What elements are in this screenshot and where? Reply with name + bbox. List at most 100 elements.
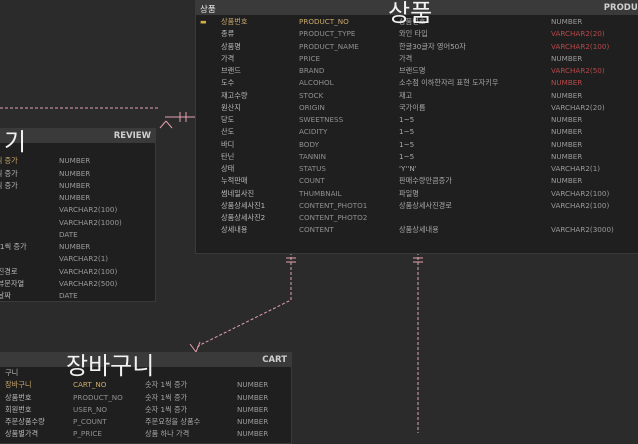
product-cell-k: 가격 — [221, 53, 235, 63]
cart-cell-k: 회원번호 — [5, 404, 32, 414]
product-cell-t: VARCHAR2(100) — [551, 41, 610, 51]
product-cell-e: PRODUCT_NAME — [299, 41, 359, 51]
review-table-header: REVIEW — [0, 129, 155, 143]
review-column-row[interactable]: VARCHAR2(100) — [0, 204, 155, 216]
review-column-row[interactable]: 일날짜 DATE — [0, 290, 155, 301]
product-cell-t: VARCHAR2(1) — [551, 164, 601, 173]
product-cell-k: 브랜드 — [221, 66, 241, 75]
product-entity-name: PRODUC — [603, 3, 638, 13]
product-cell-e: BRAND — [299, 66, 325, 75]
product-cell-k: 상태 — [221, 164, 235, 173]
product-cell-e: STATUS — [299, 164, 326, 173]
review-column-row[interactable]: 리뷰문자열VARCHAR2(500) — [0, 278, 155, 290]
cart-cell-d: 숫자 1씩 증가 — [145, 404, 188, 414]
review-table[interactable]: REVIEW 1씩 증가NUMBER1씩 증가NUMBER1씩 증가NUMBER… — [0, 128, 156, 302]
review-cell-t: VARCHAR2(1000) — [59, 217, 122, 227]
review-columns: 1씩 증가NUMBER1씩 증가NUMBER1씩 증가NUMBERNUMBERV… — [0, 143, 155, 301]
product-cell-k: 바디 — [221, 139, 235, 149]
review-cell-k: 1씩 증가 — [0, 168, 18, 178]
cart-cell-k: 장바구니 — [5, 380, 32, 390]
product-cell-e: SWEETNESS — [299, 115, 344, 124]
product-table-header: 상품 PRODUC — [196, 1, 638, 15]
review-cell-t: NUMBER — [59, 180, 91, 190]
product-cell-k: 종류 — [221, 29, 235, 39]
review-column-row[interactable]: rVARCHAR2(1) — [0, 253, 155, 265]
product-cell-e: ALCOHOL — [299, 78, 334, 88]
product-cell-d: 와인 타입 — [399, 29, 428, 39]
product-cell-k: 상품상세사진2 — [221, 213, 266, 222]
product-cell-e: TANNIN — [299, 151, 326, 161]
cart-column-row[interactable]: 구니 — [0, 367, 291, 379]
cart-cell-d: 주문요청을 상품수 — [145, 417, 201, 426]
cart-cell-e: P_COUNT — [73, 417, 107, 426]
product-cell-e: PRICE — [299, 53, 321, 63]
cart-cell-k: 주문상품수량 — [5, 417, 45, 426]
review-column-row[interactable]: 1씩 증가 NUMBER — [0, 155, 155, 167]
review-column-row[interactable]: NUMBER — [0, 192, 155, 204]
product-cell-e: CONTENT_PHOTO1 — [299, 200, 368, 210]
product-cell-t: NUMBER — [551, 90, 583, 100]
product-cell-e: THUMBNAIL — [299, 188, 342, 198]
product-cell-t: VARCHAR2(100) — [551, 200, 610, 210]
product-cell-e: CONTENT — [299, 225, 334, 235]
product-cell-d: 파일명 — [399, 188, 419, 198]
product-cell-e: ORIGIN — [299, 102, 325, 112]
cart-big-label: 장바구니 — [66, 352, 155, 380]
product-cell-k: 상품명 — [221, 41, 241, 51]
product-cell-e: ACIDITY — [299, 127, 328, 137]
cart-table-header: CART — [0, 353, 291, 367]
review-cell-k: 시 1씩 증가 — [0, 242, 27, 251]
review-cell-k: 일날짜 — [0, 291, 11, 300]
product-cell-d: 브랜드명 — [399, 66, 426, 75]
cart-cell-t: NUMBER — [237, 417, 269, 426]
review-column-row[interactable]: DATE — [0, 229, 155, 241]
review-cell-k: 1씩 증가 — [0, 156, 18, 166]
product-cell-k: 상품상세사진1 — [221, 200, 266, 210]
product-cell-k: 썸네일사진 — [221, 188, 255, 198]
product-cell-t: NUMBER — [551, 17, 583, 26]
cart-cell-d: 숫자 1씩 증가 — [145, 380, 188, 390]
product-cell-e: PRODUCT_TYPE — [299, 29, 356, 39]
cart-cell-e: CART_NO — [73, 380, 107, 390]
review-cell-t: NUMBER — [59, 156, 91, 166]
review-cell-t: VARCHAR2(500) — [59, 278, 118, 288]
review-column-row[interactable]: VARCHAR2(1000) — [0, 217, 155, 229]
cart-column-row[interactable]: 주문상품수량 P_COUNT 주문요청을 상품수 NUMBER — [0, 416, 291, 428]
cart-cell-e: PRODUCT_NO — [73, 392, 123, 402]
product-cart-line — [195, 252, 292, 349]
cart-cell-d: 상품 하나 가격 — [145, 429, 190, 439]
product-big-label: 상품 — [388, 0, 433, 27]
product-cell-d: 상품상세내용 — [399, 225, 439, 235]
review-cell-t: DATE — [59, 291, 78, 300]
product-cell-d: 'Y''N' — [399, 164, 417, 173]
primary-key-icon: ▬ — [200, 18, 207, 26]
product-column-row[interactable]: 상태 STATUS 'Y''N' VARCHAR2(1) — [196, 163, 638, 175]
